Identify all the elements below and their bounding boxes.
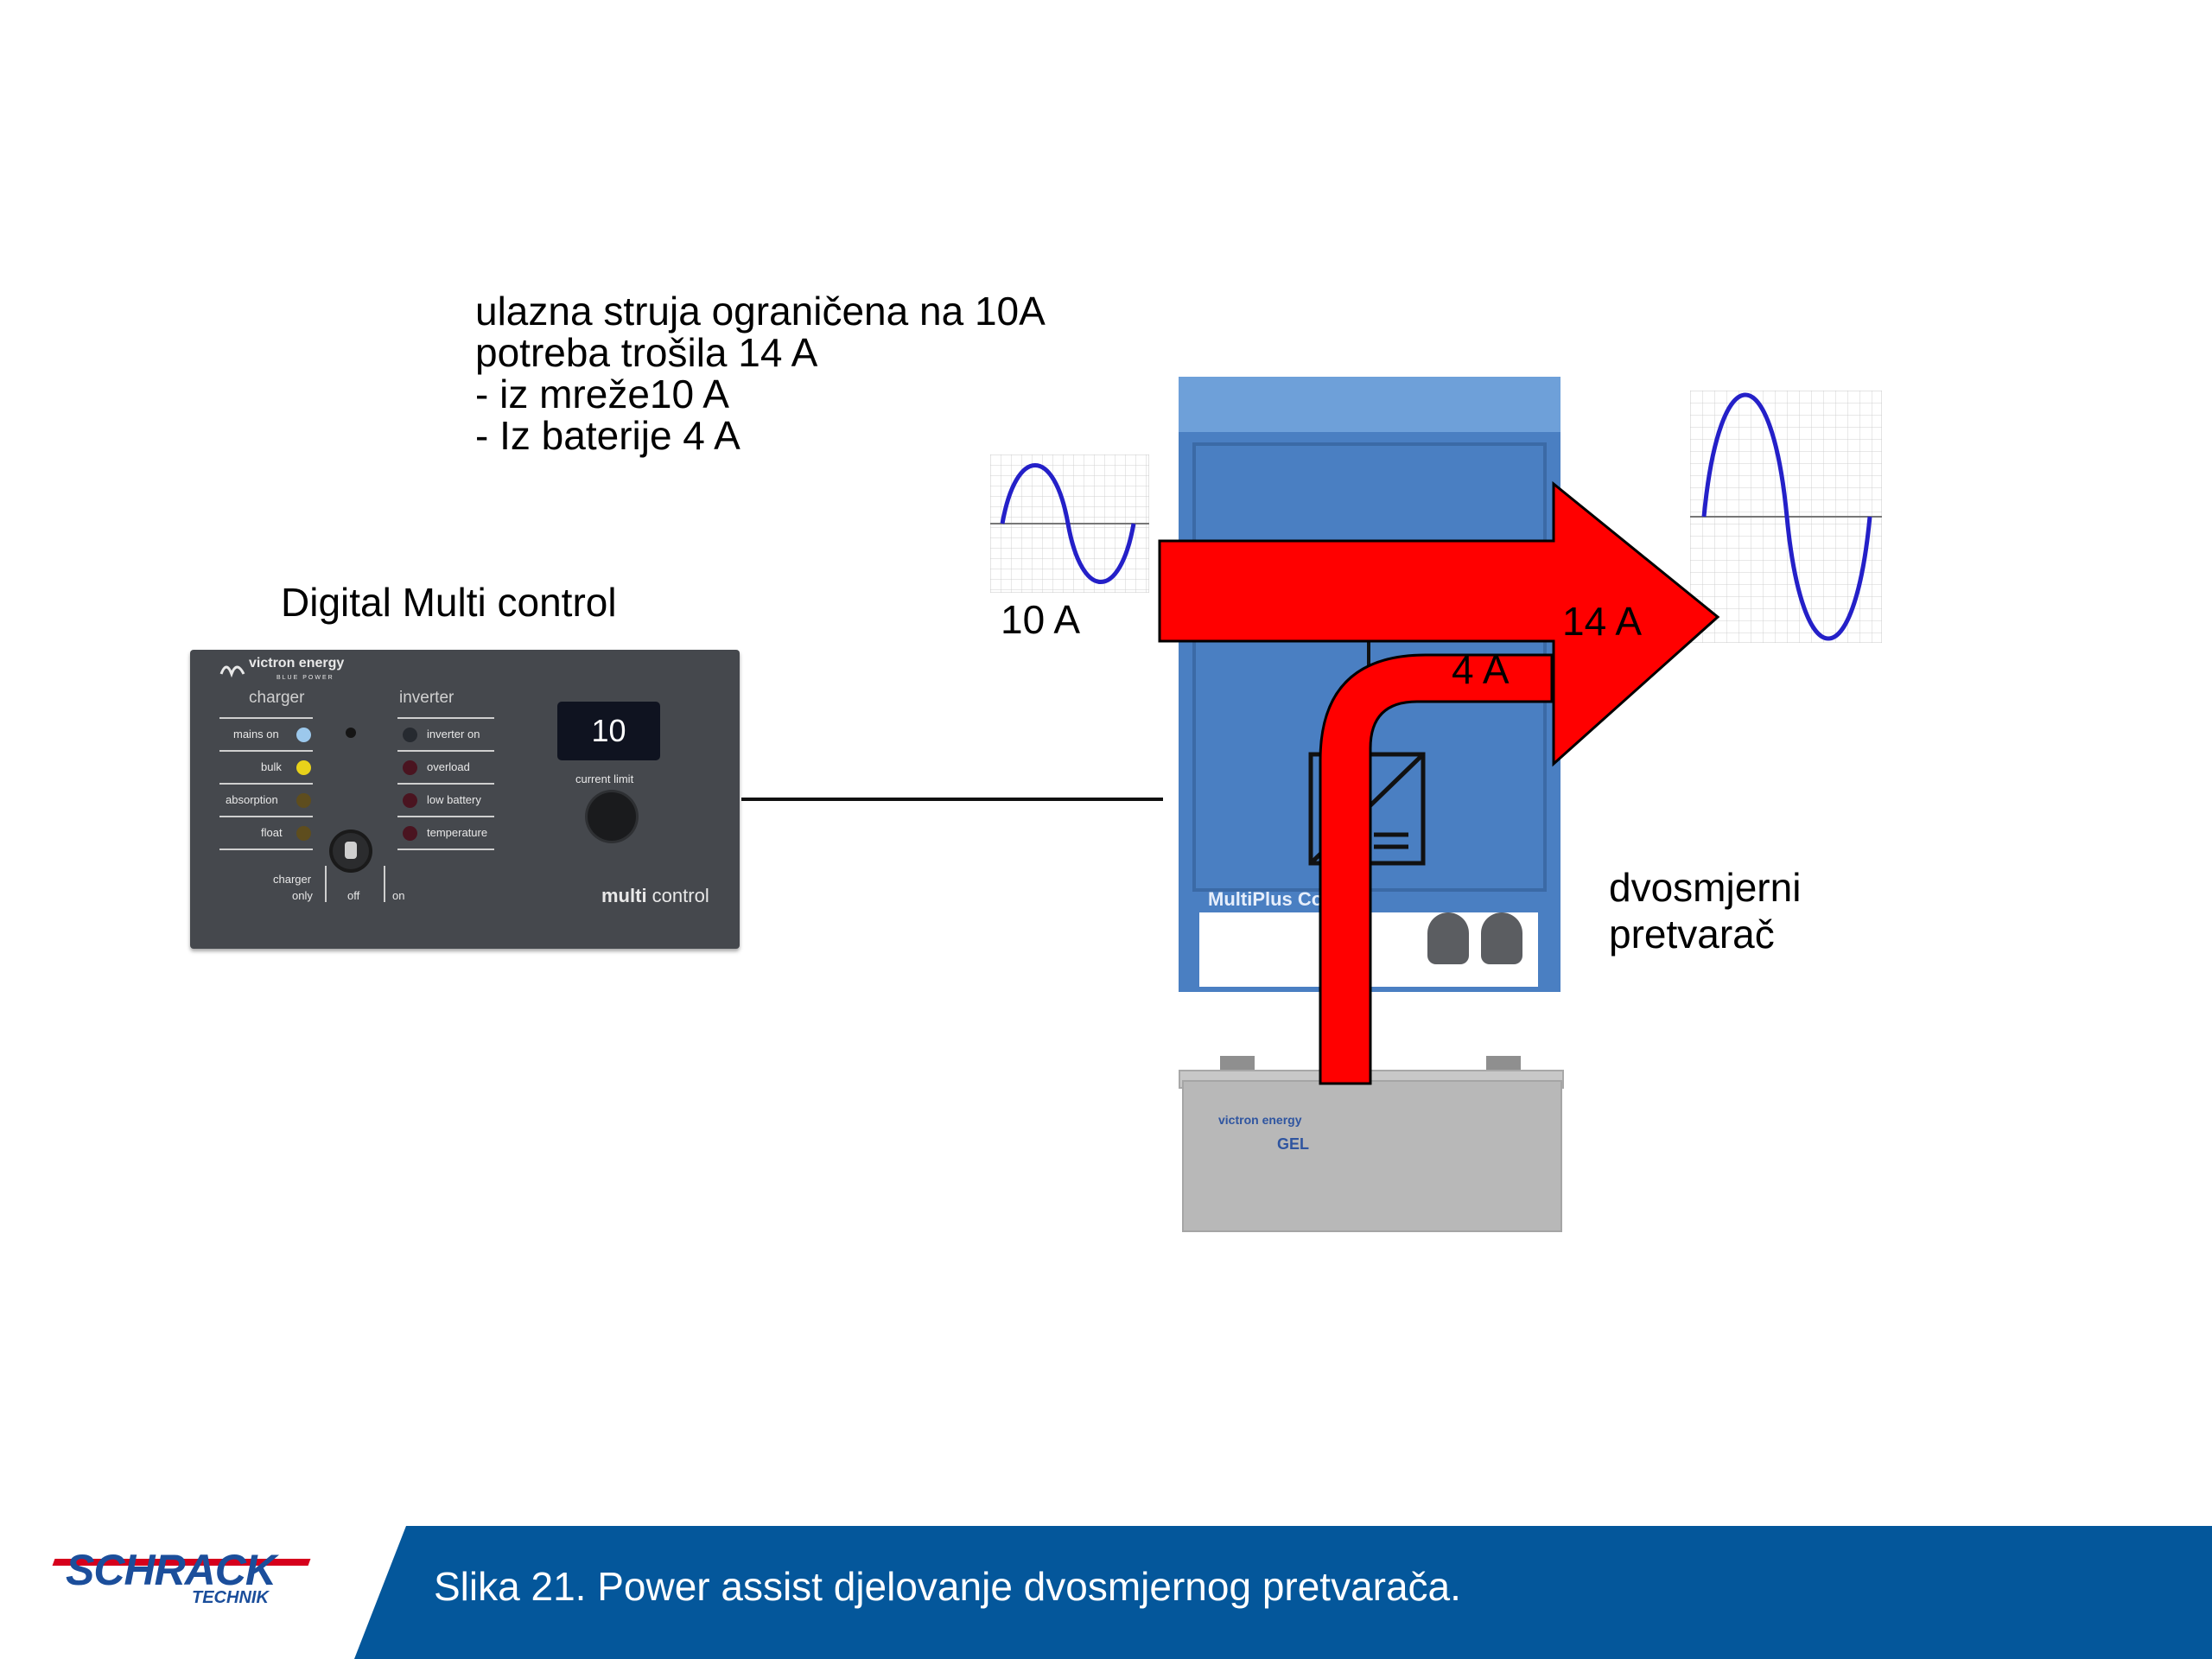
brand-subline: BLUE POWER: [276, 675, 334, 681]
note-line: potreba trošila 14 A: [475, 330, 818, 375]
status-led: [346, 728, 356, 738]
inverter-led-label: overload: [427, 760, 470, 773]
connection-cable: [741, 798, 1163, 801]
brand-name: victron energy: [249, 656, 345, 671]
inverter-led-label: temperature: [427, 826, 488, 839]
divider: [219, 750, 313, 752]
current-limit-knob[interactable]: [588, 792, 636, 841]
notes-block: ulazna struja ograničena na 10A potreba …: [475, 290, 1046, 456]
output-waveform-icon: [1690, 391, 1882, 643]
inverter-top-panel: [1179, 377, 1560, 432]
switch-label-on: on: [392, 889, 405, 902]
divider: [384, 866, 385, 902]
battery-brand: victron energy: [1218, 1113, 1302, 1127]
divider: [397, 849, 494, 850]
inverter-label: MultiPlus Con: [1208, 888, 1335, 910]
input-waveform-icon: [990, 454, 1149, 593]
switch-label-charger: charger: [273, 873, 312, 886]
absorption-led: [296, 793, 311, 808]
divider: [219, 783, 313, 785]
battery-flow-arrow: [1319, 653, 1554, 1085]
inverter-caption: dvosmjerni pretvarač: [1609, 866, 1801, 956]
float-led: [296, 826, 311, 841]
temperature-led: [403, 826, 417, 841]
divider: [397, 750, 494, 752]
main-flow-arrow: [1158, 480, 1720, 767]
note-line: ulazna struja ograničena na 10A: [475, 289, 1046, 334]
divider: [397, 816, 494, 817]
victron-logo-icon: [219, 665, 245, 677]
bulk-led: [296, 760, 311, 775]
battery-body: victron energy GEL: [1182, 1080, 1562, 1232]
mains-on-led: [296, 728, 311, 742]
switch-label-off: off: [347, 889, 360, 902]
power-flow-arrows: [1158, 480, 1720, 1085]
switch-label-only: only: [292, 889, 313, 902]
low-battery-led: [403, 793, 417, 808]
logo-multi: multi: [601, 885, 647, 906]
schrack-logo: SCHRACK TECHNIK: [52, 1546, 313, 1609]
output-current-label: 14 A: [1562, 599, 1643, 644]
inverter-header: inverter: [399, 689, 454, 707]
multi-control-logo: multi control: [601, 885, 709, 907]
battery-current-label: 4 A: [1452, 647, 1510, 692]
note-line: - iz mreže10 A: [475, 372, 729, 416]
battery-type: GEL: [1277, 1135, 1310, 1153]
divider: [219, 816, 313, 817]
panel-title: Digital Multi control: [281, 580, 617, 625]
logo-sub: TECHNIK: [192, 1588, 269, 1607]
logo-main: SCHRACK: [66, 1546, 276, 1594]
charger-led-label: bulk: [261, 760, 282, 773]
divider: [219, 717, 313, 719]
divider: [397, 717, 494, 719]
cable-gland: [1427, 912, 1469, 964]
overload-led: [403, 760, 417, 775]
inverter-caption-line: pretvarač: [1609, 912, 1775, 957]
input-current-label: 10 A: [1001, 597, 1081, 642]
charger-led-label: mains on: [233, 728, 279, 741]
inverter-led-label: low battery: [427, 793, 481, 806]
mode-switch[interactable]: [333, 833, 369, 869]
note-line: - Iz baterije 4 A: [475, 413, 741, 458]
logo-control: control: [646, 885, 709, 906]
charger-led-label: absorption: [226, 793, 278, 806]
figure-caption: Slika 21. Power assist djelovanje dvosmj…: [434, 1564, 1461, 1609]
inverter-on-led: [403, 728, 417, 742]
charger-header: charger: [249, 689, 305, 707]
divider: [219, 849, 313, 850]
inverter-caption-line: dvosmjerni: [1609, 865, 1802, 910]
charger-led-label: float: [261, 826, 283, 839]
inverter-led-label: inverter on: [427, 728, 480, 741]
current-limit-label: current limit: [575, 772, 634, 785]
cable-gland: [1481, 912, 1522, 964]
divider: [325, 866, 327, 902]
current-limit-display: 10: [557, 702, 660, 760]
divider: [397, 783, 494, 785]
multi-control-panel: victron energy BLUE POWER charger invert…: [190, 650, 740, 949]
